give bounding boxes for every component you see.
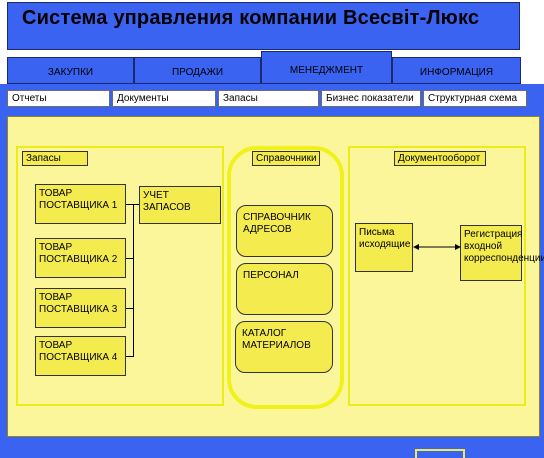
bottom-marker	[415, 449, 465, 458]
app-title: Система управления компании Всесвіт-Люкс	[22, 7, 480, 29]
docflow-arrow	[413, 244, 461, 250]
address-directory-box[interactable]: СПРАВОЧНИК АДРЕСОВ	[236, 205, 333, 257]
materials-catalog-box[interactable]: КАТАЛОГ МАТЕРИАЛОВ	[235, 321, 333, 373]
connector-4	[126, 356, 133, 357]
tab-sales[interactable]: ПРОДАЖИ	[134, 57, 261, 84]
incoming-registration-box[interactable]: Регистрация входной корреспонденции	[460, 225, 544, 281]
subtab-documents[interactable]: Документы	[112, 90, 216, 107]
connector-to-accounting	[133, 204, 139, 205]
tab-information[interactable]: ИНФОРМАЦИЯ	[392, 57, 521, 84]
personnel-box[interactable]: ПЕРСОНАЛ	[236, 263, 333, 315]
connector-trunk	[133, 204, 134, 357]
subtab-inventory[interactable]: Запасы	[218, 90, 319, 107]
connector-2	[126, 258, 133, 259]
app-header: Система управления компании Всесвіт-Люкс	[7, 2, 520, 50]
outgoing-letters-box[interactable]: Письма исходящие	[355, 223, 413, 272]
inventory-group-title: Запасы	[22, 151, 88, 166]
supplier-2-box[interactable]: ТОВАР ПОСТАВЩИКА 2	[35, 238, 126, 278]
docflow-group-title: Документооборот	[394, 151, 486, 166]
inventory-group	[16, 146, 224, 406]
connector-1	[126, 204, 133, 205]
supplier-1-box[interactable]: ТОВАР ПОСТАВЩИКА 1	[35, 184, 126, 224]
tab-purchases[interactable]: ЗАКУПКИ	[7, 57, 134, 84]
inventory-accounting-box[interactable]: УЧЕТ ЗАПАСОВ	[139, 186, 221, 224]
directories-group-title: Справочники	[252, 151, 320, 166]
supplier-3-box[interactable]: ТОВАР ПОСТАВЩИКА 3	[35, 288, 126, 328]
directories-group	[227, 146, 344, 409]
subtab-business-metrics[interactable]: Бизнес показатели	[321, 90, 421, 107]
docflow-group	[348, 146, 526, 406]
connector-3	[126, 308, 133, 309]
subtab-structure-chart[interactable]: Структурная схема	[423, 90, 527, 107]
supplier-4-box[interactable]: ТОВАР ПОСТАВЩИКА 4	[35, 336, 126, 376]
subtab-reports[interactable]: Отчеты	[7, 90, 110, 107]
tab-management[interactable]: МЕНЕДЖМЕНТ	[261, 51, 392, 84]
